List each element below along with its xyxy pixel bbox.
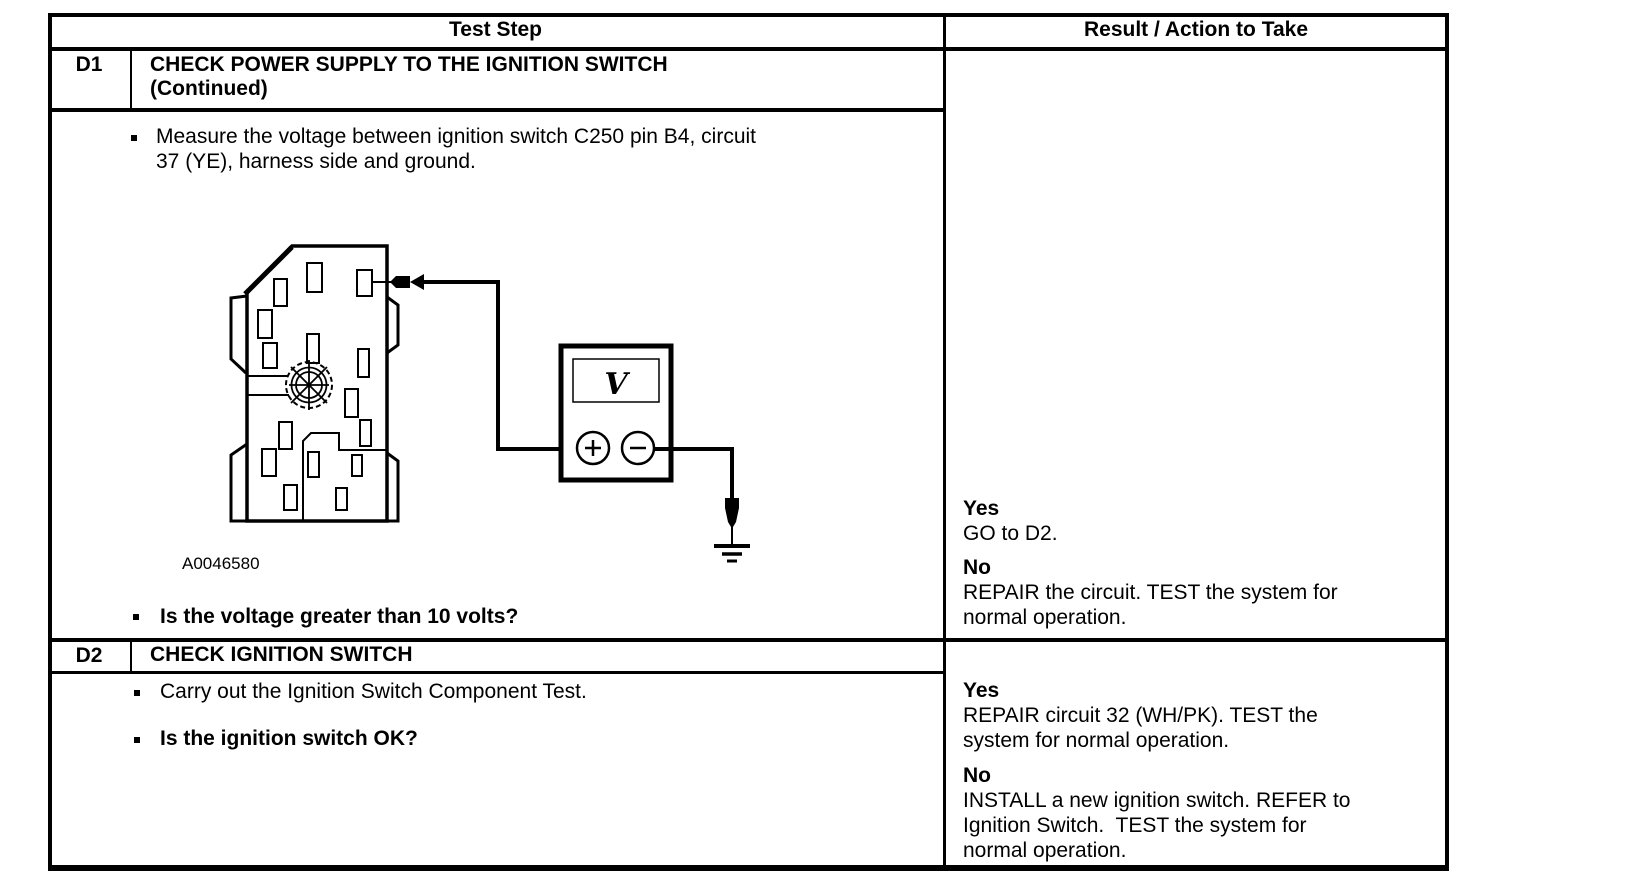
grid-column-divider [943, 13, 946, 871]
positive-test-lead-wire [424, 280, 578, 451]
ground-symbol-icon [714, 544, 750, 563]
test-hookup-figure: V [229, 244, 750, 563]
probe-arrow-icon [390, 274, 424, 290]
grid-d1-id-divider [130, 51, 132, 108]
bullet-icon [134, 690, 140, 696]
connector-outline [229, 244, 400, 523]
d1-no-label: No [963, 556, 991, 579]
plus-terminal-icon [575, 430, 611, 466]
grid-d2-row-top [48, 638, 1449, 642]
bullet-icon [134, 737, 140, 743]
grid-d2-id-divider [130, 642, 132, 671]
grid-d1-title-bottom [48, 108, 943, 112]
volt-symbol: V [604, 367, 630, 402]
grid-header-bottom [48, 47, 1449, 51]
minus-terminal-icon [620, 430, 656, 466]
d2-step-id: D2 [75, 644, 103, 667]
voltmeter-display [572, 358, 660, 403]
d1-yes-action: GO to D2. [963, 522, 1058, 545]
bullet-icon [133, 614, 139, 620]
header-test-step: Test Step [449, 18, 542, 41]
figure-label: A0046580 [182, 554, 260, 573]
d2-step-title: CHECK IGNITION SWITCH [150, 643, 413, 666]
header-result-action: Result / Action to Take [1083, 18, 1309, 41]
d1-no-action: REPAIR the circuit. TEST the system for … [963, 581, 1338, 629]
d1-question: Is the voltage greater than 10 volts? [160, 605, 519, 628]
grid-d2-title-bottom [48, 671, 943, 674]
connector-boss-icon [247, 360, 333, 410]
d1-step-title: CHECK POWER SUPPLY TO THE IGNITION SWITC… [150, 53, 668, 100]
d2-yes-label: Yes [963, 679, 1000, 702]
connector-pin-cavities [257, 262, 373, 511]
d1-yes-label: Yes [963, 497, 1000, 520]
d2-yes-action: REPAIR circuit 32 (WH/PK). TEST the syst… [963, 704, 1318, 752]
d1-step-id: D1 [75, 53, 103, 76]
voltmeter: V [558, 343, 674, 483]
d1-measure-instruction: Measure the voltage between ignition swi… [156, 125, 756, 173]
d2-question: Is the ignition switch OK? [160, 727, 418, 750]
bullet-icon [131, 135, 137, 141]
negative-test-lead-wire [653, 447, 734, 500]
d2-carry-out-instruction: Carry out the Ignition Switch Component … [160, 680, 587, 703]
d2-no-label: No [963, 764, 991, 787]
d2-no-action: INSTALL a new ignition switch. REFER to … [963, 789, 1351, 862]
table-frame [48, 13, 1449, 871]
ground-probe-icon [725, 498, 739, 545]
